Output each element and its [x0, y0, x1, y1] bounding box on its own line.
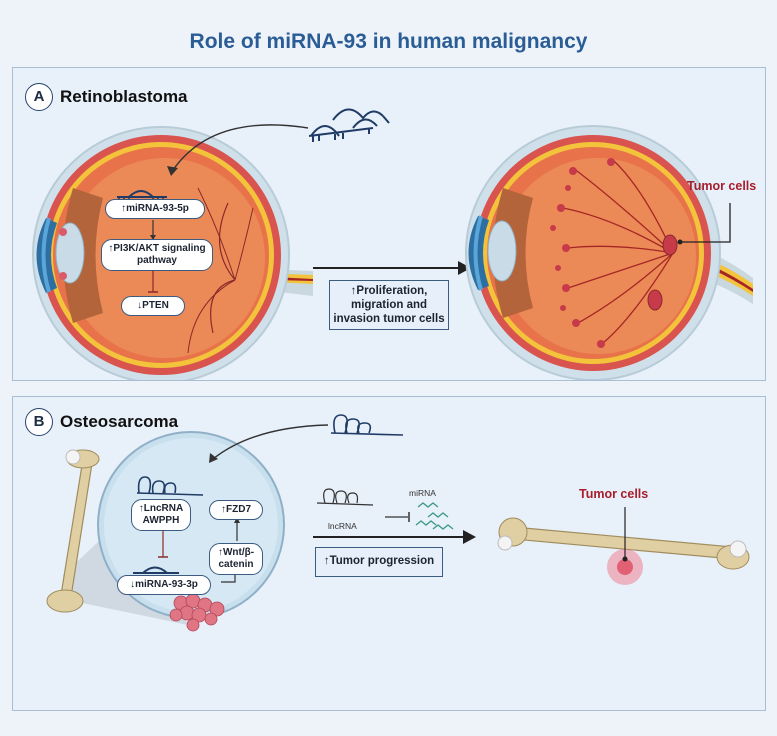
tumor-cells-label-b: Tumor cells: [579, 487, 649, 501]
lncrna-icon-top: [330, 414, 404, 436]
mirna-cluster-a: [308, 108, 390, 142]
eye-right-illustration: [465, 125, 753, 380]
pten-pill: ↓PTEN: [121, 296, 185, 316]
fzd7-pill: ↑FZD7: [209, 500, 263, 520]
panel-a-illustration: [32, 108, 753, 380]
mirna-label: miRNA: [409, 488, 436, 498]
panel-b-badge: B: [25, 408, 53, 436]
femur-right-illustration: [497, 517, 750, 585]
page-title: Role of miRNA-93 in human malignancy: [189, 30, 588, 53]
panel-osteosarcoma: B Osteosarcoma: [12, 396, 766, 711]
tumor-cell-cluster: [169, 593, 225, 632]
mirna-93-5p-pill: ↑miRNA-93-5p: [105, 199, 205, 219]
tumor-cells-label-a: Tumor cells: [687, 179, 757, 193]
panel-a-badge: A: [25, 83, 53, 111]
lncrna-label: lncRNA: [328, 521, 357, 531]
wnt-catenin-pill: ↑Wnt/β-catenin: [209, 543, 263, 575]
tumor-progression-box: ↑Tumor progression: [315, 547, 443, 577]
proliferation-box: ↑Proliferation, migration and invasion t…: [329, 280, 449, 330]
pi3k-akt-pill: ↑PI3K/AKT signaling pathway: [101, 239, 213, 271]
panel-b-heading: Osteosarcoma: [60, 412, 179, 431]
femur-left-illustration: [46, 449, 100, 613]
mirna-93-3p-pill: ↓miRNA-93-3p: [117, 575, 211, 595]
panel-retinoblastoma: A Retinoblastoma: [12, 67, 766, 381]
lncrna-awpph-pill: ↑LncRNA AWPPH: [131, 499, 191, 531]
panel-a-heading: Retinoblastoma: [60, 87, 188, 106]
